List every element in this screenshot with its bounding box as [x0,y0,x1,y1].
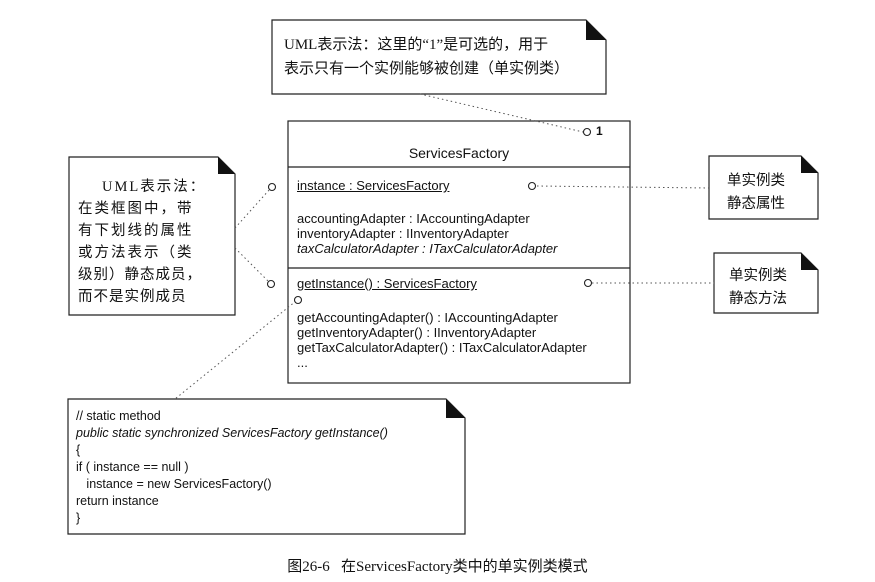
note-static-method-text: 单实例类 静态方法 [729,265,787,311]
class-attribute-abstract: taxCalculatorAdapter : ITaxCalculatorAda… [297,241,558,256]
anchor-circle-left-attr [267,182,277,192]
note-top-fold [586,20,606,40]
class-static-attribute: instance : ServicesFactory [297,178,450,193]
code-note-shape [67,398,466,535]
code-line-comment: // static method [76,409,161,423]
note-static-attr-shape [708,155,819,220]
anchor-line-left-method [234,247,270,283]
note-static-method-line-2: 静态方法 [729,291,787,307]
code-note-text: // static method public static synchroni… [76,408,388,527]
anchor-circle-multiplicity [582,127,592,137]
note-left-text: UML表示法： 在类框图中，带 有下划线的属性 或方法表示（类 级别）静态成员，… [78,176,228,308]
class-method: getInventoryAdapter() : IInventoryAdapte… [297,325,537,340]
note-top-line-1: UML表示法：这里的“1”是可选的，用于 [284,37,549,53]
class-multiplicity: 1 [596,124,603,138]
note-static-method-shape [713,252,819,314]
note-static-attr-text: 单实例类 静态属性 [727,170,785,216]
class-box [287,120,631,384]
anchor-circle-static-method [583,278,593,288]
anchor-circle-code [293,295,303,305]
code-note-fold [446,399,465,418]
note-static-method-fold [801,253,818,270]
class-attribute: inventoryAdapter : IInventoryAdapter [297,226,509,241]
class-attribute: accountingAdapter : IAccountingAdapter [297,211,530,226]
code-line: instance = new ServicesFactory() [76,477,272,491]
note-left-line-6: 而不是实例成员 [78,289,187,305]
anchor-line-left-attr [234,188,271,229]
note-left-line-3: 有下划线的属性 [78,223,194,239]
figure-caption: 图26-6 在ServicesFactory类中的单实例类模式 [287,559,588,575]
code-line: } [76,511,81,525]
class-method: getAccountingAdapter() : IAccountingAdap… [297,310,558,325]
code-line: return instance [76,494,159,508]
note-static-method-line-1: 单实例类 [729,268,787,284]
anchor-circle-left-method [266,279,276,289]
note-top-line-2: 表示只有一个实例能够被创建（单实例类） [284,61,570,77]
code-line: if ( instance == null ) [76,460,189,474]
anchor-circle-static-attr [527,181,537,191]
note-static-attr-fold [801,156,818,173]
note-top-shape [271,19,607,95]
class-static-method: getInstance() : ServicesFactory [297,276,477,291]
class-method-ellipsis: ... [297,355,308,370]
note-static-attr-line-1: 单实例类 [727,173,785,189]
note-left-line-2: 在类框图中，带 [78,201,194,217]
note-left-fold [218,157,235,174]
note-static-attr-line-2: 静态属性 [727,196,785,212]
code-line: { [76,443,81,457]
note-top-text: UML表示法：这里的“1”是可选的，用于 表示只有一个实例能够被创建（单实例类） [284,33,569,81]
anchor-line-code [174,300,297,400]
note-left-shape [68,156,236,316]
class-attributes: accountingAdapter : IAccountingAdapter i… [297,211,557,256]
anchor-line-top [419,93,584,133]
class-name: ServicesFactory [408,145,510,161]
anchor-line-static-attr [536,185,710,189]
class-methods: getAccountingAdapter() : IAccountingAdap… [297,310,587,370]
note-left-line-5: 级别）静态成员， [78,267,202,283]
note-left-line-1: UML表示法： [102,179,207,195]
class-method: getTaxCalculatorAdapter() : ITaxCalculat… [297,340,587,355]
note-left-line-4: 或方法表示（类 [78,245,194,261]
code-line-signature: public static synchronized ServicesFacto… [76,426,388,440]
